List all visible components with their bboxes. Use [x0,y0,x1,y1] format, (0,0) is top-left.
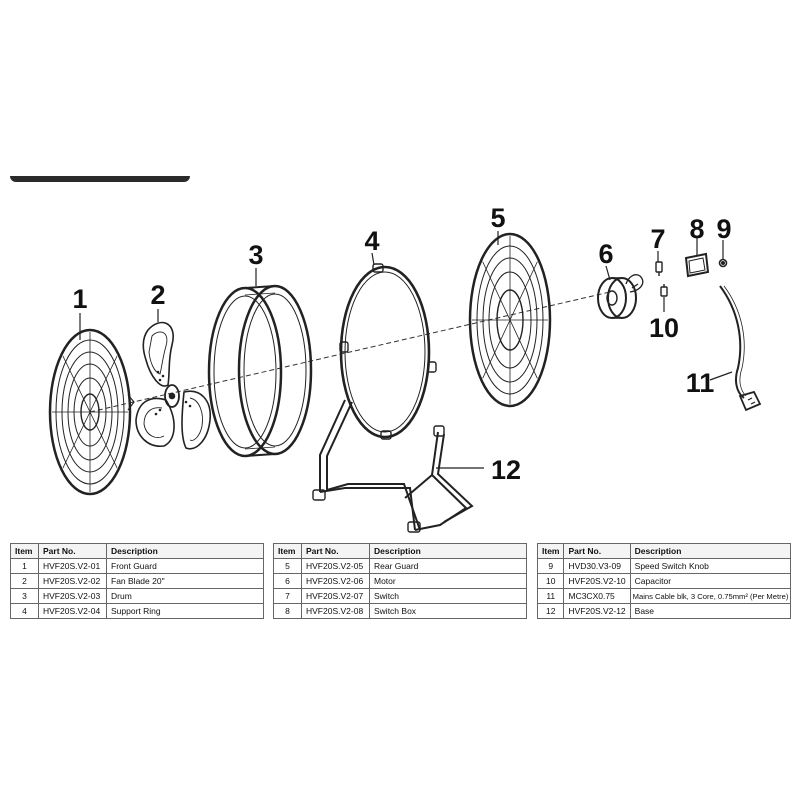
cell-description: Support Ring [106,603,264,619]
cell-item: 9 [536,558,565,574]
cell-item: 11 [536,588,565,604]
header-description: Description [629,543,792,559]
cell-item: 5 [273,558,302,574]
capacitor-drawing [660,284,668,297]
header-description: Description [369,543,527,559]
cell-description: Drum [106,588,264,604]
fan-blade-drawing [135,321,211,450]
header-item: Item [273,543,302,559]
callout-8: 8 [689,214,704,244]
switch-drawing [655,261,663,276]
cell-description: Speed Switch Knob [629,558,792,574]
cell-description: Fan Blade 20" [106,573,264,589]
support-ring-drawing [339,263,437,440]
table-header-row: Item Part No. Description [536,543,792,559]
cell-item: 1 [10,558,39,574]
cell-part-no: MC3CX0.75 [563,588,631,604]
cell-part-no: HVF20S.V2-02 [38,573,107,589]
table-row: 5 HVF20S.V2-05 Rear Guard [273,558,527,574]
header-part-no: Part No. [38,543,107,559]
cell-item: 6 [273,573,302,589]
table-row: 9 HVD30.V3-09 Speed Switch Knob [536,558,792,574]
front-guard-drawing [48,328,135,496]
cell-description: Motor [369,573,527,589]
exploded-view-diagram: 1 2 3 4 5 6 7 8 9 10 11 12 [48,203,762,533]
table-row: 1 HVF20S.V2-01 Front Guard [10,558,264,574]
table-header-row: Item Part No. Description [10,543,264,559]
cell-description: Switch [369,588,527,604]
header-item: Item [10,543,39,559]
cell-item: 3 [10,588,39,604]
mains-cable-drawing [719,285,762,412]
table-row: 11 MC3CX0.75 Mains Cable blk, 3 Core, 0.… [536,588,792,604]
assembly-axis [89,291,611,413]
cell-item: 4 [10,603,39,619]
switch-box-drawing [684,252,710,278]
callout-6: 6 [598,239,613,269]
callout-11: 11 [686,368,715,398]
cell-part-no: HVF20S.V2-06 [301,573,370,589]
cell-part-no: HVF20S.V2-08 [301,603,370,619]
parts-table-3: Item Part No. Description 9 HVD30.V3-09 … [536,543,792,619]
rear-guard-drawing [468,232,552,408]
callout-4: 4 [364,226,379,256]
table-row: 10 HVF20S.V2-10 Capacitor [536,573,792,589]
cell-item: 8 [273,603,302,619]
cell-part-no: HVF20S.V2-04 [38,603,107,619]
drum-drawing [207,284,313,458]
callout-9: 9 [716,214,731,244]
cell-description: Mains Cable blk, 3 Core, 0.75mm² (Per Me… [629,588,792,604]
parts-table-2: Item Part No. Description 5 HVF20S.V2-05… [273,543,527,619]
leader-lines [79,231,733,469]
callout-1: 1 [72,284,87,314]
table-row: 7 HVF20S.V2-07 Switch [273,588,527,604]
cell-description: Base [629,603,792,619]
speed-switch-knob-drawing [718,258,728,268]
header-part-no: Part No. [301,543,370,559]
header-part-no: Part No. [563,543,631,559]
callout-7: 7 [650,224,665,254]
table-row: 3 HVF20S.V2-03 Drum [10,588,264,604]
callout-5: 5 [490,203,505,233]
callout-12: 12 [491,455,521,485]
cell-part-no: HVD30.V3-09 [563,558,631,574]
header-item: Item [536,543,565,559]
cell-part-no: HVF20S.V2-10 [563,573,631,589]
table-row: 6 HVF20S.V2-06 Motor [273,573,527,589]
table-header-row: Item Part No. Description [273,543,527,559]
cell-part-no: HVF20S.V2-01 [38,558,107,574]
base-drawing [312,399,474,533]
cell-part-no: HVF20S.V2-05 [301,558,370,574]
cell-description: Rear Guard [369,558,527,574]
cell-item: 2 [10,573,39,589]
cell-item: 7 [273,588,302,604]
table-row: 4 HVF20S.V2-04 Support Ring [10,603,264,619]
cell-description: Switch Box [369,603,527,619]
callout-3: 3 [248,240,263,270]
motor-drawing [597,274,644,319]
callout-2: 2 [150,280,165,310]
table-row: 12 HVF20S.V2-12 Base [536,603,792,619]
cell-description: Front Guard [106,558,264,574]
cell-description: Capacitor [629,573,792,589]
cell-item: 10 [536,573,565,589]
callout-10: 10 [649,313,679,343]
parts-table-1: Item Part No. Description 1 HVF20S.V2-01… [10,543,264,619]
table-row: 2 HVF20S.V2-02 Fan Blade 20" [10,573,264,589]
cell-item: 12 [536,603,565,619]
cell-part-no: HVF20S.V2-07 [301,588,370,604]
table-row: 8 HVF20S.V2-08 Switch Box [273,603,527,619]
cell-part-no: HVF20S.V2-12 [563,603,631,619]
header-description: Description [106,543,264,559]
header-rule [10,176,190,182]
cell-part-no: HVF20S.V2-03 [38,588,107,604]
